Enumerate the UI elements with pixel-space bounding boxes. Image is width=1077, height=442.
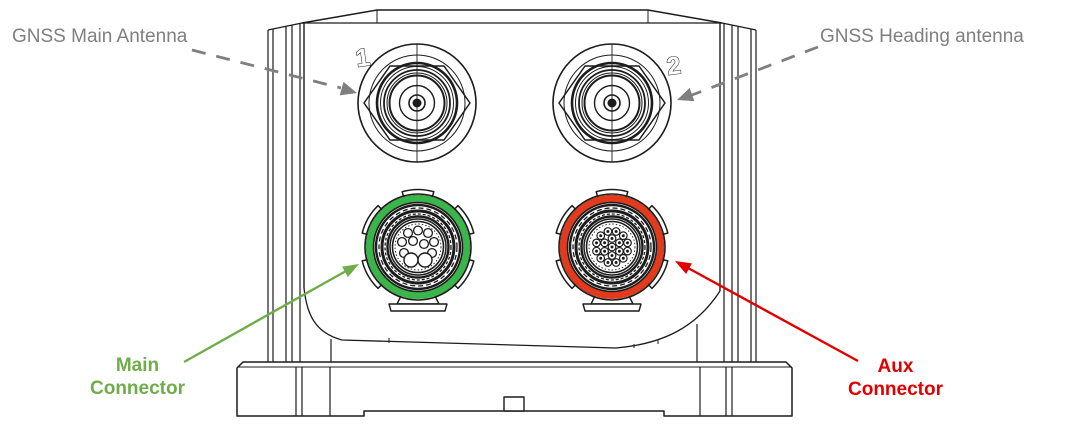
aux-connector-label-line1: Aux <box>877 356 914 377</box>
gnss-heading-antenna-label: GNSS Heading antenna <box>820 26 1024 47</box>
antenna-connector-2 <box>552 43 672 163</box>
gnss-heading-arrowhead-icon <box>677 87 695 102</box>
main-connector-leader-line <box>183 264 359 364</box>
device-base-plate <box>236 361 793 417</box>
antenna-connector-1 <box>357 43 477 163</box>
main-connector-label-line1: Main <box>115 355 160 376</box>
gnss-heading-leader-line <box>677 45 819 102</box>
aux-connector-graphic <box>555 188 669 312</box>
main-connector-label: Main Connector <box>55 354 220 400</box>
aux-connector-label-line2: Connector <box>848 379 943 401</box>
aux-connector-label: Aux Connector <box>813 355 978 401</box>
gnss-main-arrowhead-icon <box>339 81 357 96</box>
gnss-main-leader-line <box>191 48 357 96</box>
gnss-main-antenna-label: GNSS Main Antenna <box>12 26 188 47</box>
device-body-outline <box>267 9 757 362</box>
aux-connector-arrowhead-icon <box>675 261 692 274</box>
main-connector-graphic <box>361 188 475 312</box>
antenna-port-2-marking: 2 <box>665 51 683 81</box>
antenna-port-1-marking: 1 <box>354 43 372 73</box>
main-connector-arrowhead-icon <box>342 264 359 278</box>
aux-connector-leader-line <box>675 261 859 363</box>
main-connector-label-line2: Connector <box>90 378 185 400</box>
